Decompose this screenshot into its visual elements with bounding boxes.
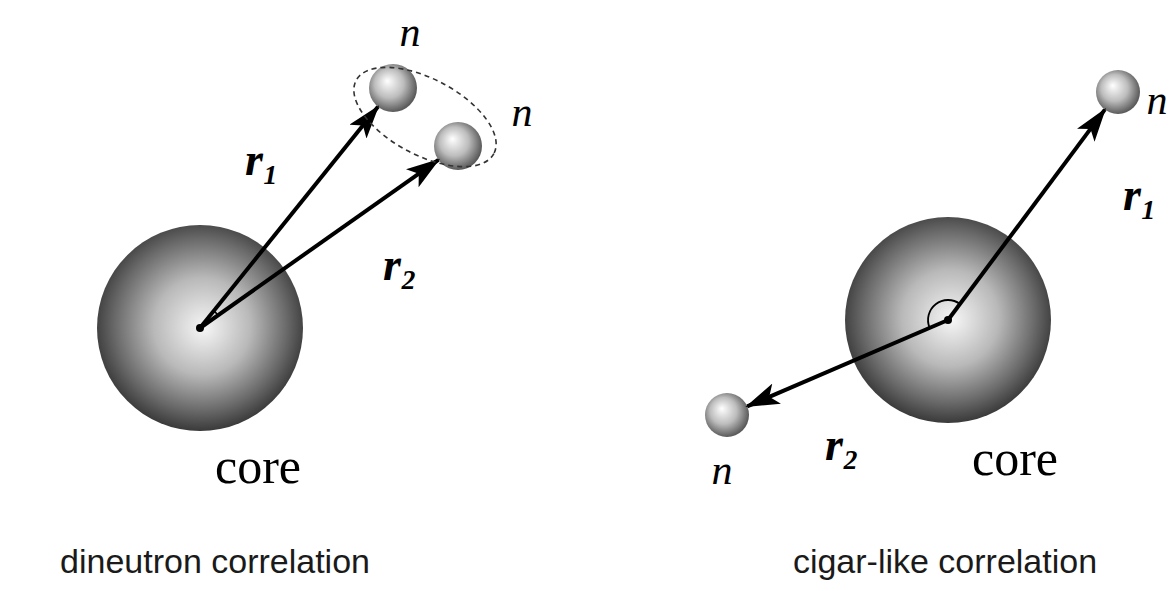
- neutron-label: n: [512, 89, 533, 135]
- neutron-label: n: [400, 9, 421, 55]
- vector-label: r₂: [383, 240, 417, 291]
- angle-arc: [214, 311, 218, 316]
- caption-text: cigar-like correlation: [793, 543, 1097, 580]
- sphere-fill: [97, 225, 303, 431]
- core-label: core: [972, 431, 1058, 486]
- position-vector: [200, 160, 438, 328]
- center-dot: [196, 324, 204, 332]
- center-dot: [944, 316, 952, 324]
- position-vector: [948, 110, 1105, 320]
- neutron-label: n: [1147, 77, 1168, 123]
- angle-arc: [928, 300, 960, 328]
- neutron-sphere: n: [705, 393, 749, 437]
- sphere-outline: [434, 122, 482, 170]
- sphere-fill: [1096, 70, 1140, 114]
- vector-label: r₂: [825, 420, 859, 471]
- sphere-fill: [434, 122, 482, 170]
- neutron-sphere: n: [1096, 70, 1140, 114]
- dineutron-pair-outline: [338, 47, 511, 187]
- vector-label: r₁: [245, 135, 279, 186]
- sphere-outline: [705, 393, 749, 437]
- position-vector: [200, 107, 378, 328]
- position-vector: [747, 320, 948, 406]
- neutron-label: n: [712, 447, 733, 493]
- neutron-sphere: n: [434, 122, 482, 170]
- core-label: core: [215, 439, 301, 494]
- sphere-outline: [1096, 70, 1140, 114]
- sphere-fill: [845, 217, 1051, 423]
- sphere-fill: [705, 393, 749, 437]
- caption-text: dineutron correlation: [60, 543, 370, 580]
- vector-label: r₁: [1123, 170, 1157, 221]
